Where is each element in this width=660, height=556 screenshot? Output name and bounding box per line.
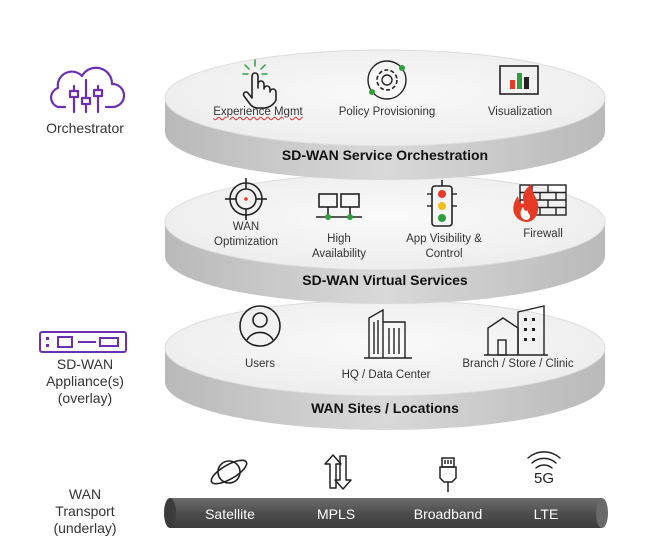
transport-label-line-1: WAN (68, 486, 102, 502)
appliance-label: SD-WAN Appliance(s) (overlay) (20, 356, 150, 407)
experience-mgmt-label: Experience Mgmt (213, 106, 303, 118)
satellite-label: Satellite (205, 506, 255, 522)
app-visibility-line-1: App Visibility & (406, 233, 482, 245)
redundant-servers-icon (316, 193, 362, 220)
disc2-title: SD-WAN Virtual Services (302, 272, 468, 288)
traffic-light-icon (427, 180, 457, 227)
high-availability-label: High Availability (294, 232, 384, 262)
transport-label-line-2: Transport (55, 503, 115, 519)
branch-store-clinic-label: Branch / Store / Clinic (462, 358, 574, 370)
broadband-label: Broadband (413, 506, 483, 522)
transport-label: WAN Transport (underlay) (20, 486, 150, 537)
transport-pipe (164, 498, 608, 528)
building-icon (364, 308, 412, 359)
user-icon (239, 305, 281, 347)
hq-data-center-label: HQ / Data Center (341, 369, 431, 381)
appliance-label-line-1: SD-WAN (56, 356, 114, 372)
gear-cycle-icon (367, 60, 407, 100)
firewall-label: Firewall (523, 228, 563, 240)
transport-label-line-3: (underlay) (53, 520, 117, 536)
high-availability-line-2: Availability (311, 248, 367, 260)
appliance-label-line-3: (overlay) (57, 390, 113, 406)
disc1-title: SD-WAN Service Orchestration (281, 147, 489, 163)
wan-optimization-line-1: WAN (232, 221, 260, 233)
satellite-icon (210, 459, 248, 485)
mpls-label: MPLS (316, 506, 356, 522)
appliance-label-line-2: Appliance(s) (46, 373, 124, 389)
cloud-orchestrator-icon (50, 66, 126, 114)
visualization-label: Visualization (487, 106, 553, 118)
bar-chart-icon (499, 65, 539, 95)
app-visibility-line-2: Control (425, 248, 463, 260)
firewall-icon (513, 184, 567, 222)
branch-store-icon (484, 305, 548, 356)
5g-icon-text: 5G (533, 470, 554, 487)
pointer-hand-icon (242, 59, 277, 109)
users-label: Users (244, 358, 276, 370)
wan-optimization-line-2: Optimization (214, 236, 278, 248)
disc-virtual-services (164, 173, 606, 304)
lte-label: LTE (533, 506, 559, 522)
high-availability-line-1: High (327, 233, 351, 245)
policy-provisioning-label: Policy Provisioning (338, 106, 436, 118)
app-visibility-label: App Visibility & Control (392, 232, 496, 262)
wireless-5g-icon (527, 451, 561, 469)
wan-optimization-label: WAN Optimization (196, 220, 296, 250)
appliance-rack-icon (39, 331, 127, 353)
orchestrator-label: Orchestrator (46, 120, 124, 136)
ethernet-plug-icon (439, 457, 457, 492)
target-icon (225, 178, 267, 220)
mpls-arrows-icon (324, 454, 352, 490)
disc3-title: WAN Sites / Locations (311, 400, 459, 416)
disc-service-orchestration (164, 49, 606, 180)
